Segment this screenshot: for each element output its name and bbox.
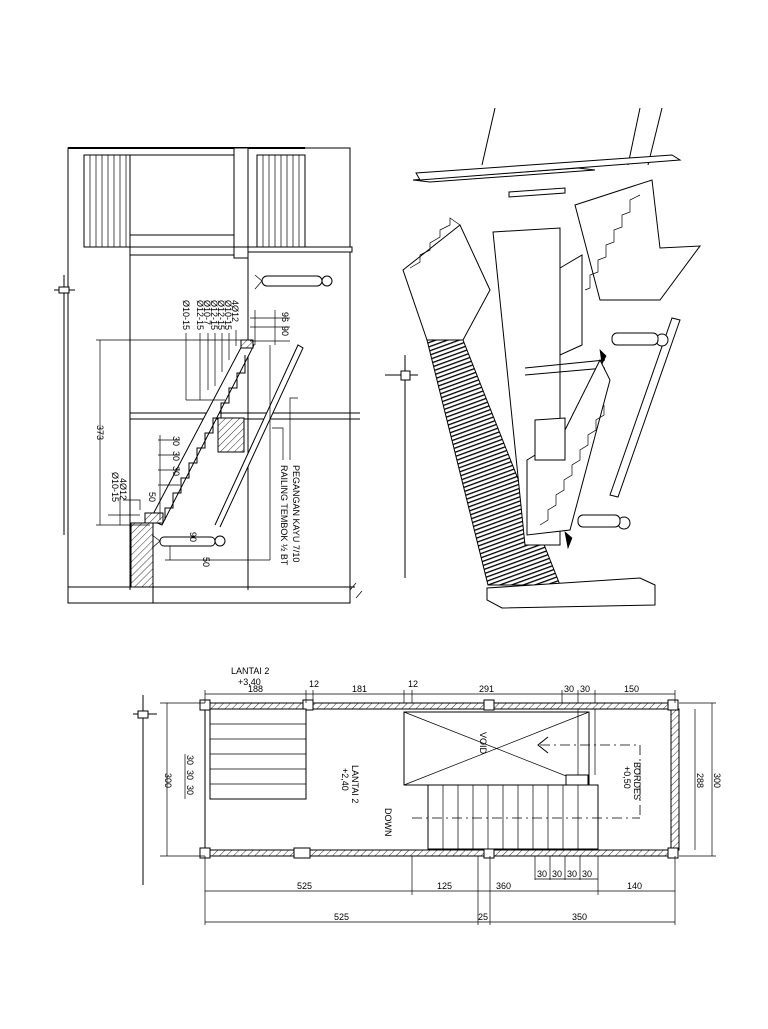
section-marker-icon (58, 286, 70, 294)
iso-figure-top (599, 332, 669, 366)
dim-50-bottom: 50 (201, 557, 211, 567)
direction-arrow-icon (537, 736, 549, 754)
down-label: DOWN (383, 808, 393, 837)
stair-section-view: 4Ø12 Ø10-15 Ø12-15 Ø12-15 Ø10-7 Ø12-15 Ø… (54, 147, 363, 604)
scale-figure-top (254, 274, 333, 290)
riser-dim-1: 30 (171, 451, 181, 461)
left-dim-1: 30 (185, 755, 195, 765)
left-dim-0: 300 (163, 773, 173, 788)
dim-96: 96 (280, 312, 290, 322)
bottom-dim1-1: 125 (437, 881, 452, 891)
top-dim-4: 291 (479, 684, 494, 694)
void-label: VOID (478, 732, 488, 755)
iso-handrail (609, 317, 681, 498)
rebar-top-6: Ø10-15 (181, 300, 191, 330)
bottom-wall (204, 849, 676, 857)
rebar-bottom-1: Ø10-15 (110, 472, 120, 502)
stair-steps (164, 355, 246, 520)
bottom-dim2-2: 350 (572, 912, 587, 922)
plan-marker-icon (137, 710, 149, 719)
dim-373: 373 (95, 425, 105, 440)
rebar-top-0: 4Ø12 (230, 300, 240, 322)
view-marker-icon (400, 370, 411, 381)
rebar-detail (217, 417, 245, 453)
rebar-top-3: Ø12-15 (209, 300, 219, 330)
dim-50: 50 (147, 492, 157, 502)
bordes-level: +0,50 (622, 766, 632, 789)
railing-label: RAILING TEMBOK ½ BT (279, 465, 289, 566)
bottom-dim2-0: 525 (334, 912, 349, 922)
top-dim-3: 12 (408, 679, 418, 689)
bottom-step-dim-1: 30 (552, 869, 562, 879)
bottom-dim1-3: 140 (627, 881, 642, 891)
rebar-bottom-0: 4Ø12 (118, 478, 128, 500)
top-dim-5: 30 (564, 684, 574, 694)
bottom-step-dim-3: 30 (582, 869, 592, 879)
riser-dim-0: 30 (171, 436, 181, 446)
rebar-top-2: Ø12-15 (216, 300, 226, 330)
rebar-labels-bottom: 4Ø12 Ø10-15 (110, 472, 128, 502)
left-dimensions: 300 30 30 30 (163, 755, 195, 795)
bottom-dimensions-1: 525 125 360 140 (297, 881, 642, 891)
rebar-top-5: Ø12-15 (195, 300, 205, 330)
right-dim-0: 300 (712, 773, 722, 788)
left-dim-2: 30 (185, 770, 195, 780)
bottom-dim2-1: 25 (478, 912, 488, 922)
stair-floor-plan: LANTAI 2 +3,40 LANTAI 2 +2,40 VOID BORDE… (133, 666, 722, 925)
stair-treads (427, 784, 599, 850)
stair-isometric-view (385, 107, 702, 609)
right-dimensions: 300 288 (695, 773, 722, 788)
top-dimensions: 188 12 181 12 291 30 30 150 (248, 679, 639, 694)
section-frame (67, 147, 351, 604)
top-dim-7: 150 (624, 684, 639, 694)
upper-stair-block-left (83, 154, 131, 248)
bottom-step-dim-2: 30 (567, 869, 577, 879)
bottom-step-dimensions: 30 30 30 30 (537, 869, 592, 879)
bottom-dim1-0: 525 (297, 881, 312, 891)
bordes-label: BORDES (632, 762, 642, 800)
top-dim-2: 181 (352, 684, 367, 694)
rebar-top-4: Ø10-7 (202, 300, 212, 325)
top-dim-6: 30 (580, 684, 590, 694)
lantai2-level: +3,40 (238, 677, 261, 687)
rebar-leaders (108, 330, 298, 516)
lantai2-center-level: +2,40 (340, 768, 350, 791)
rebar-labels-top: 4Ø12 Ø10-15 Ø12-15 Ø12-15 Ø10-7 Ø12-15 Ø… (181, 300, 240, 330)
right-wall (670, 708, 680, 851)
rebar-top-1: Ø10-15 (223, 300, 233, 330)
top-dim-1: 12 (309, 679, 319, 689)
dim-90-top: 90 (280, 326, 290, 336)
top-dim-0: 188 (248, 684, 263, 694)
dim-90-bottom: 90 (188, 532, 198, 542)
riser-dims: 30 30 30 (171, 436, 181, 476)
foundation-wall (130, 522, 154, 588)
lantai2-title: LANTAI 2 (231, 666, 269, 676)
iso-figure-bottom (564, 514, 631, 550)
handrail (214, 344, 304, 528)
scale-figure-bottom (151, 534, 226, 549)
bottom-dim1-2: 360 (496, 881, 511, 891)
riser-dim-2: 30 (171, 466, 181, 476)
lantai2-center-title: LANTAI 2 (350, 765, 360, 803)
bottom-step-dim-0: 30 (537, 869, 547, 879)
upper-flight (574, 179, 702, 301)
right-dim-1: 288 (695, 773, 705, 788)
bottom-dimensions-2: 525 25 350 (334, 912, 587, 922)
top-wall (204, 702, 676, 710)
left-dim-3: 30 (185, 785, 195, 795)
handrail-label: PEGANGAN KAYU 7/10 (291, 465, 301, 562)
